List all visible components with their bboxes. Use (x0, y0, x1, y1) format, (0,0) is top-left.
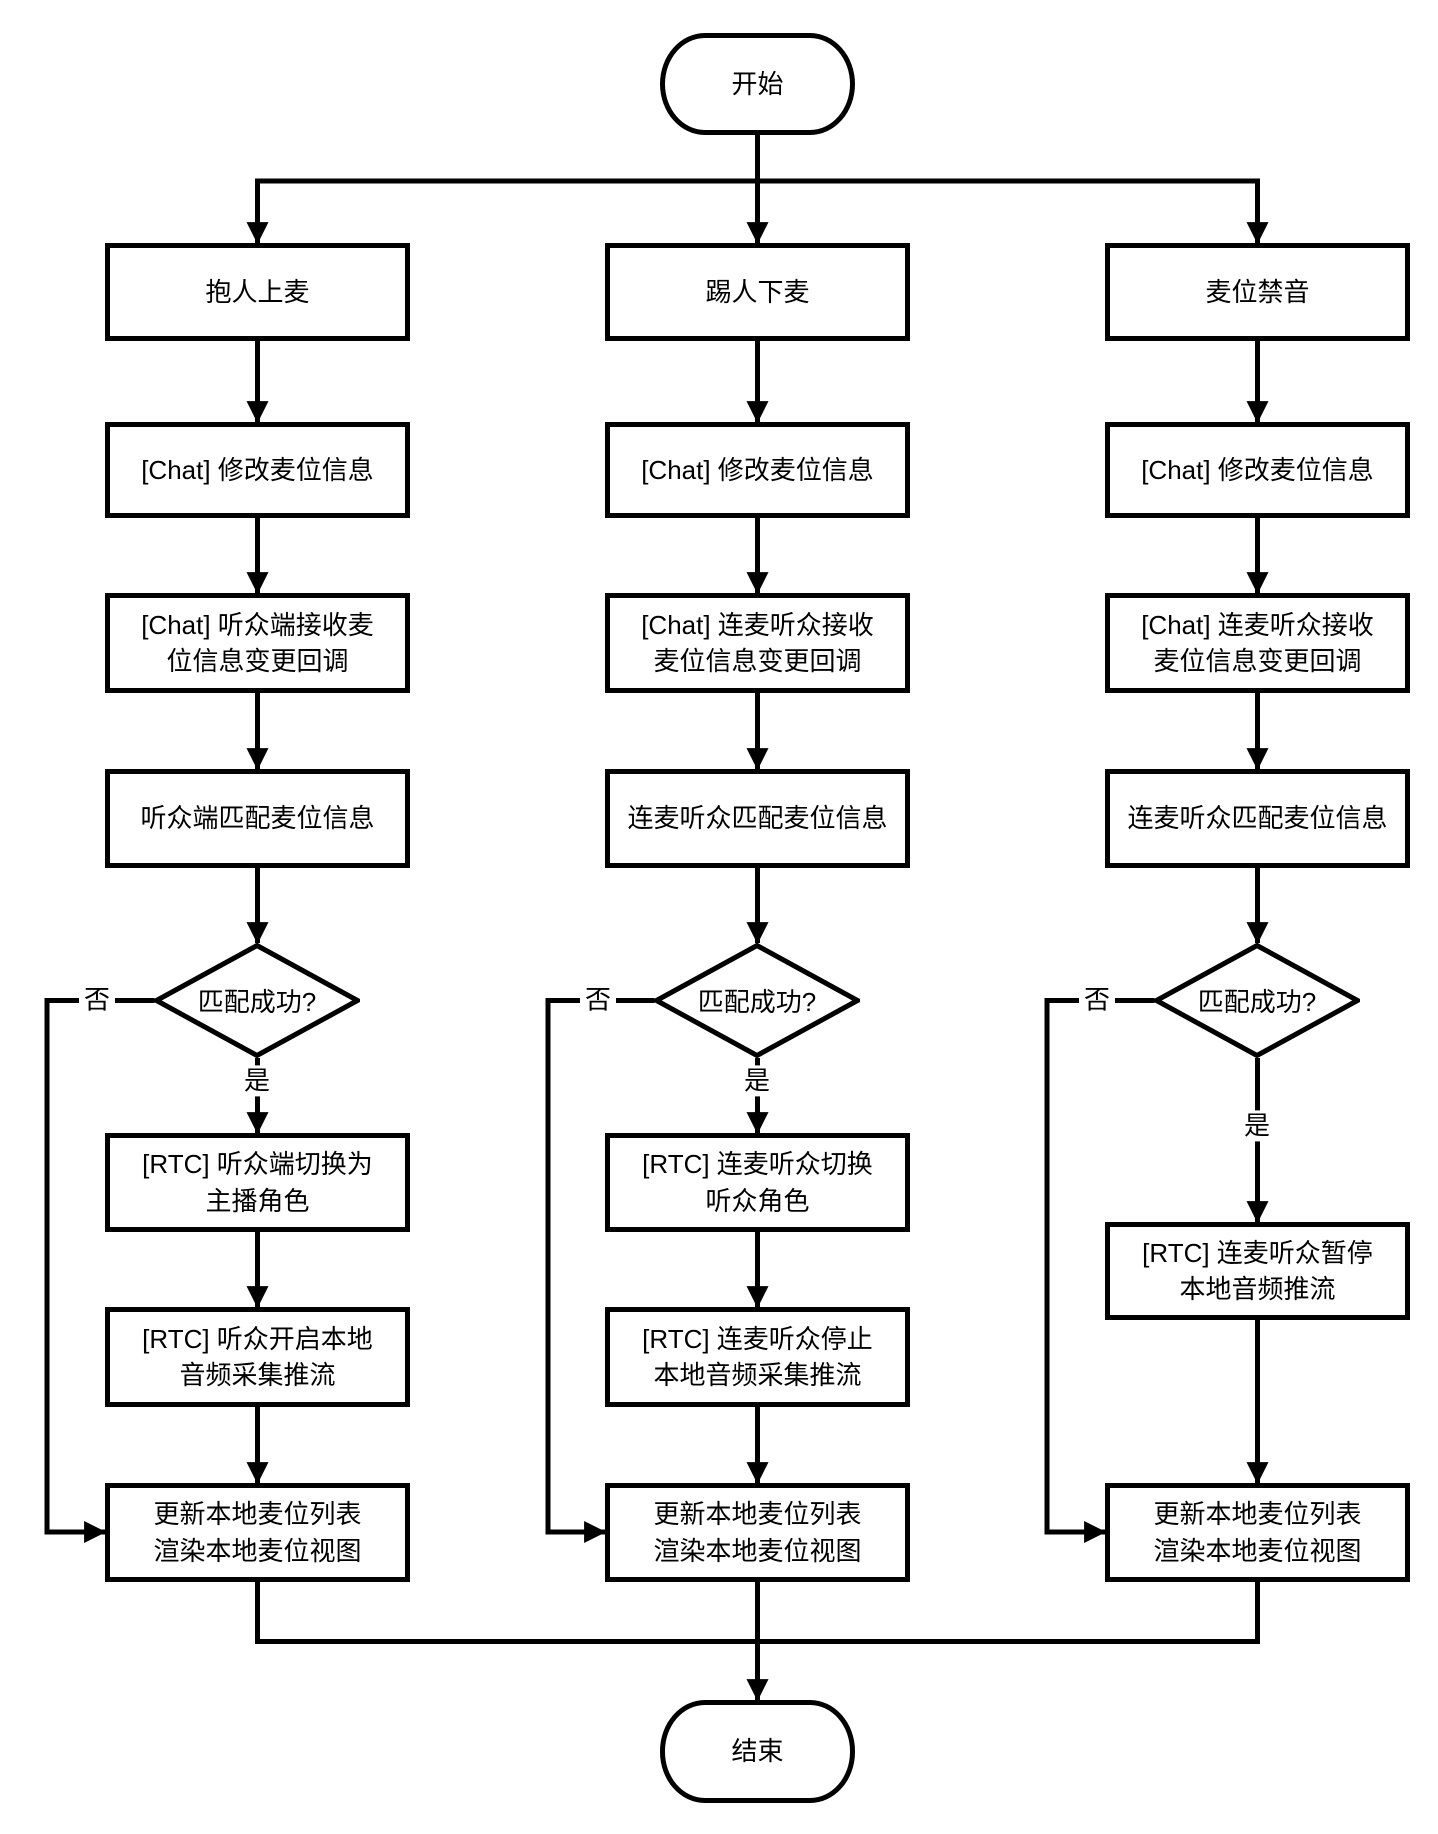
c1-yes-label: 是 (238, 1065, 276, 1097)
c1-match-node: 听众端匹配麦位信息 (105, 769, 410, 868)
c2-chat-callback-node: [Chat] 连麦听众接收 麦位信息变更回调 (605, 593, 910, 693)
c2-match-node: 连麦听众匹配麦位信息 (605, 769, 910, 868)
c3-decision-node: 匹配成功? (1154, 943, 1360, 1058)
c2-decision-label: 匹配成功? (697, 987, 817, 1017)
c1-rtc2-node: [RTC] 听众开启本地 音频采集推流 (105, 1307, 410, 1407)
c3-no-label: 否 (1078, 984, 1116, 1016)
c3-decision-shape (1154, 943, 1360, 1058)
c2-no-label: 否 (579, 984, 617, 1016)
start-node: 开始 (660, 33, 855, 135)
edge-merge-right (757, 1582, 1260, 1644)
c3-match-node: 连麦听众匹配麦位信息 (1105, 769, 1410, 868)
end-node: 结束 (660, 1700, 855, 1803)
c2-decision-shape (654, 943, 860, 1058)
c3-decision-label: 匹配成功? (1197, 987, 1317, 1017)
edge-merge-left (255, 1582, 758, 1644)
c1-rtc1-node: [RTC] 听众端切换为 主播角色 (105, 1133, 410, 1232)
edge-split-left (246, 178, 758, 245)
c3-update-node: 更新本地麦位列表 渲染本地麦位视图 (1105, 1483, 1410, 1582)
c3-rtc1-node: [RTC] 连麦听众暂停 本地音频推流 (1105, 1222, 1410, 1320)
c2-rtc2-node: [RTC] 连麦听众停止 本地音频采集推流 (605, 1307, 910, 1407)
c1-decision-node: 匹配成功? (154, 943, 360, 1058)
c3-chat-modify-node: [Chat] 修改麦位信息 (1105, 422, 1410, 518)
c2-decision-node: 匹配成功? (654, 943, 860, 1058)
c1-chat-modify-node: [Chat] 修改麦位信息 (105, 422, 410, 518)
c2-rtc1-node: [RTC] 连麦听众切换 听众角色 (605, 1133, 910, 1232)
c1-no-label: 否 (78, 984, 116, 1016)
c1-decision-label: 匹配成功? (197, 987, 317, 1017)
c1-decision-shape (154, 943, 360, 1058)
edge-c1-no-loop (44, 998, 155, 1544)
edge-split-right (757, 178, 1269, 245)
c3-chat-callback-node: [Chat] 连麦听众接收 麦位信息变更回调 (1105, 593, 1410, 693)
c2-update-node: 更新本地麦位列表 渲染本地麦位视图 (605, 1483, 910, 1582)
c2-title-node: 踢人下麦 (605, 243, 910, 341)
c3-yes-label: 是 (1238, 1110, 1276, 1142)
c1-update-node: 更新本地麦位列表 渲染本地麦位视图 (105, 1483, 410, 1582)
edge-c2-no-loop (545, 998, 655, 1544)
c1-title-node: 抱人上麦 (105, 243, 410, 341)
c3-title-node: 麦位禁音 (1105, 243, 1410, 341)
c2-chat-modify-node: [Chat] 修改麦位信息 (605, 422, 910, 518)
c1-chat-callback-node: [Chat] 听众端接收麦 位信息变更回调 (105, 593, 410, 693)
c2-yes-label: 是 (738, 1065, 776, 1097)
